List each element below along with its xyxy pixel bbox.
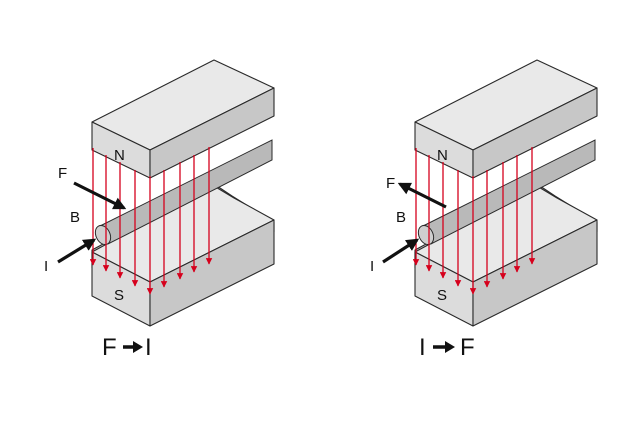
current-arrow <box>57 238 97 264</box>
conductor-rod <box>417 139 596 246</box>
caption: I F <box>419 334 475 361</box>
force-label: F <box>386 175 395 192</box>
field-label: B <box>70 209 80 226</box>
right-diagram: N S F B I I F <box>370 59 598 361</box>
field-label: B <box>396 209 406 226</box>
north-magnet <box>414 59 598 179</box>
south-label: S <box>437 287 447 304</box>
magnetic-field-lines <box>412 147 536 295</box>
north-magnet <box>91 59 275 179</box>
north-label: N <box>114 147 125 164</box>
caption-arrow-icon <box>433 341 455 353</box>
south-label: S <box>114 287 124 304</box>
current-label: I <box>44 258 48 275</box>
current-arrow <box>382 238 420 264</box>
force-label: F <box>58 165 67 182</box>
caption-left: F <box>102 334 117 361</box>
caption-right: F <box>460 334 475 361</box>
caption-arrow-icon <box>123 341 143 353</box>
force-arrow <box>397 182 447 209</box>
left-diagram: N S F B I F I <box>44 59 275 361</box>
force-arrow <box>73 181 127 210</box>
current-label: I <box>370 258 374 275</box>
magnetic-field-lines <box>89 147 213 295</box>
caption-right: I <box>145 334 152 361</box>
caption: F I <box>102 334 152 361</box>
caption-left: I <box>419 334 426 361</box>
north-label: N <box>437 147 448 164</box>
conductor-rod <box>94 139 273 246</box>
